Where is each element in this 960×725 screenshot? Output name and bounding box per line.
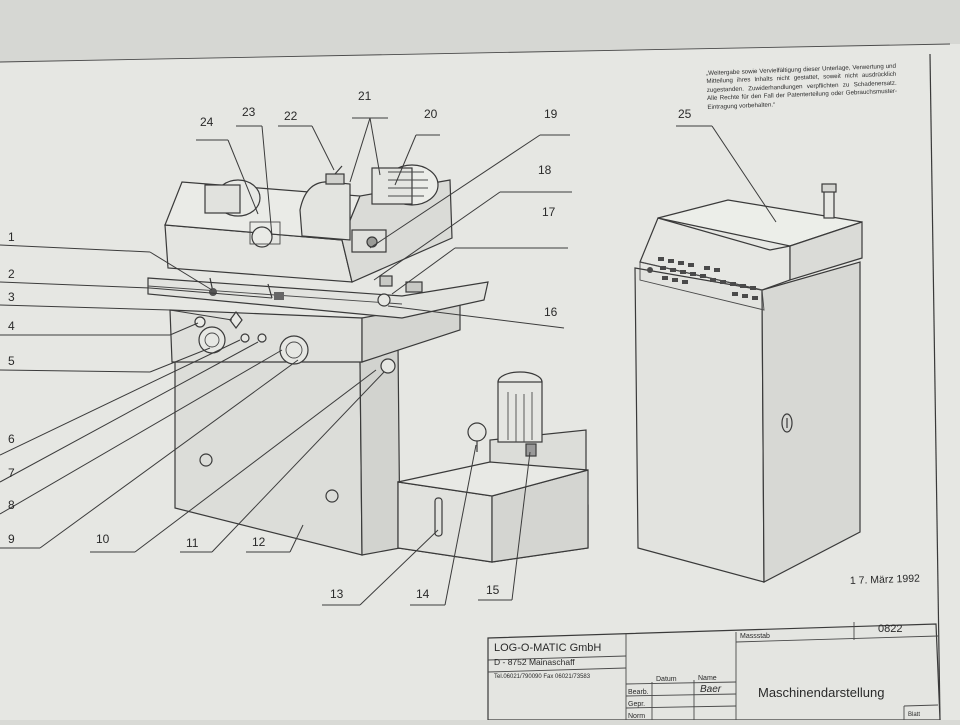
callout-3: 3: [8, 290, 15, 304]
callout-15: 15: [486, 583, 500, 597]
handwheel-right: [279, 335, 309, 365]
hydraulic-unit: [397, 371, 589, 563]
date-stamp: 1 7. März 1992: [850, 573, 921, 587]
drawing-number: 0822: [878, 623, 902, 635]
callout-16: 16: [544, 305, 558, 319]
norm-label: Norm: [628, 713, 645, 720]
callout-25: 25: [678, 107, 692, 121]
bearb-name: Baer: [700, 684, 722, 695]
control-cabinet: [634, 183, 863, 583]
title-block: LOG-O-MATIC GmbH D - 8752 Mainaschaff Te…: [487, 622, 941, 721]
handwheel-top: [251, 226, 273, 248]
callout-23: 23: [242, 105, 256, 119]
callout-11: 11: [186, 536, 199, 550]
callout-10: 10: [96, 532, 110, 546]
callout-6: 6: [8, 432, 15, 446]
bearb-label: Bearb.: [628, 689, 649, 696]
company-address: D - 8752 Mainaschaff: [494, 657, 575, 667]
callout-7: 7: [8, 466, 15, 480]
callout-8: 8: [8, 498, 15, 512]
company-name: LOG-O-MATIC GmbH: [494, 642, 601, 654]
datum-label: Datum: [656, 676, 677, 683]
callout-9: 9: [8, 532, 15, 546]
gepr-label: Gepr.: [628, 701, 645, 708]
callout-18: 18: [538, 163, 552, 177]
drawing-title: Maschinendarstellung: [758, 685, 884, 700]
callout-24: 24: [200, 115, 214, 129]
callout-20: 20: [424, 107, 438, 121]
cabinet-door-lock: [781, 413, 793, 433]
cabinet-side: [761, 261, 861, 583]
leader-lines: [0, 117, 777, 606]
cabinet-front: [634, 267, 765, 583]
blatt-label: Blatt: [908, 712, 920, 718]
company-contact: Tel.06021/790090 Fax 06021/73583: [494, 674, 591, 680]
callout-5: 5: [8, 354, 15, 368]
callout-2: 2: [8, 267, 15, 281]
callout-12: 12: [252, 535, 266, 549]
callout-22: 22: [284, 109, 298, 123]
cabinet-button-panel: [647, 257, 758, 300]
callout-1: 1: [8, 230, 15, 244]
name-label: Name: [698, 675, 717, 682]
massstab-label: Massstab: [740, 633, 770, 640]
callout-21: 21: [358, 89, 372, 103]
callout-labels: 1 2 3 4 5 6 7 8 9 10 11 12 13 14 15 16 1…: [8, 89, 692, 601]
paper-border-right: [929, 53, 941, 721]
callout-14: 14: [416, 587, 430, 601]
callout-19: 19: [544, 107, 558, 121]
copyright-notice: „Weitergabe sowie Vervielfältigung diese…: [706, 62, 898, 111]
grinding-wheel-guard: [299, 181, 351, 241]
callout-4: 4: [8, 319, 15, 333]
callout-17: 17: [542, 205, 556, 219]
callout-13: 13: [330, 587, 344, 601]
